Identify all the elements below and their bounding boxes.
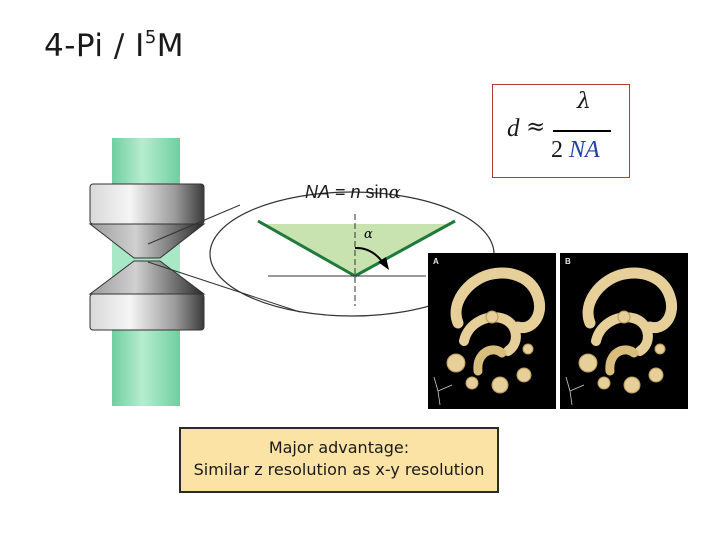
objective-bottom-tip: [88, 260, 206, 295]
advantage-line-2: Similar z resolution as x-y resolution: [193, 460, 485, 479]
objective-top-tip: [88, 223, 206, 259]
advantage-line-1: Major advantage:: [268, 438, 410, 457]
na-equation: NA = n sinα: [305, 182, 401, 203]
beam-bottom: [112, 330, 180, 406]
title-superscript: 5: [144, 26, 157, 48]
formula-d: d: [507, 115, 520, 142]
micrograph-b: B: [560, 253, 688, 409]
resolution-formula: d ≈ λ 2 NA: [492, 84, 630, 178]
beam-top: [112, 138, 180, 188]
panel-label-a: A: [433, 257, 439, 266]
cone-edge-left: [257, 219, 356, 278]
structure-b: [565, 267, 677, 406]
formula-approx: ≈: [526, 114, 546, 140]
formula-lambda: λ: [577, 89, 591, 114]
panel-label-b: B: [565, 257, 571, 266]
structure-a: [433, 267, 545, 406]
formula-fraction-bar: [553, 130, 611, 132]
angle-label: α: [364, 227, 373, 242]
angle-arrowhead: [378, 257, 389, 270]
na-cone: [262, 224, 452, 276]
formula-two: 2: [551, 137, 563, 163]
cone-edge-right: [354, 219, 456, 278]
zoom-line-upper: [147, 204, 241, 245]
micrograph-a: A: [428, 253, 556, 409]
formula-na: NA: [569, 137, 600, 163]
zoom-line-lower: [147, 261, 301, 313]
advantage-callout: Major advantage: Similar z resolution as…: [179, 427, 499, 493]
objective-bottom-body: [89, 293, 205, 331]
objective-top-body: [89, 183, 205, 225]
slide-title: 4-Pi / I5M: [44, 26, 185, 64]
